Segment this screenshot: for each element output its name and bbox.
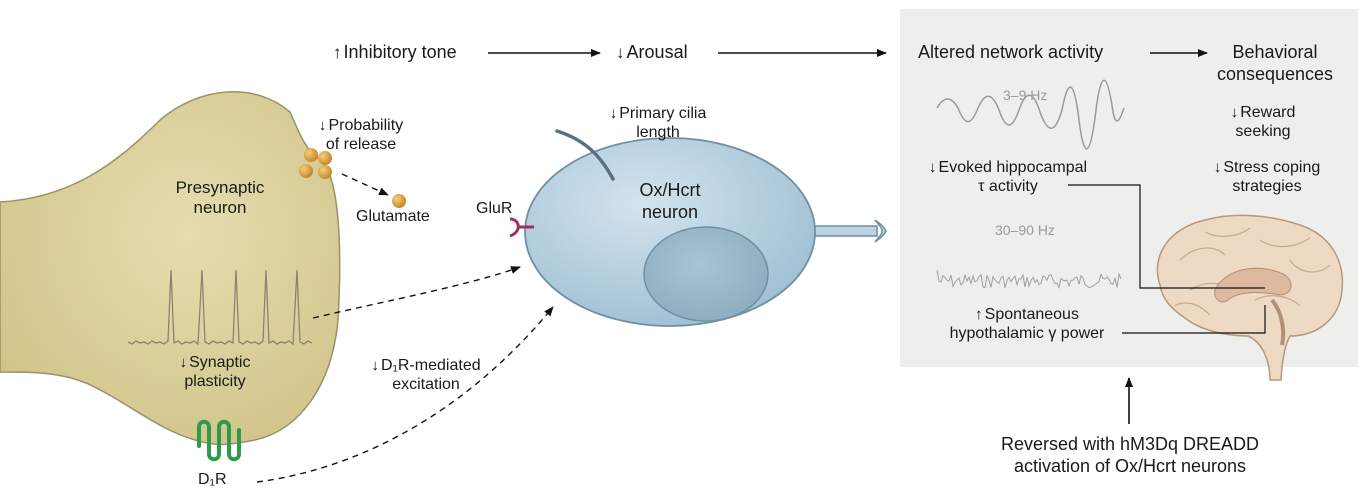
vesicle <box>318 165 332 179</box>
spike-to-ox-arrow <box>313 267 520 318</box>
inhibitory-tone-label: ↑Inhibitory tone <box>333 42 457 64</box>
d1r-label: D₁R <box>198 470 227 489</box>
release-arrow <box>342 174 388 195</box>
gamma-frequency-label: 30–90 Hz <box>995 222 1055 239</box>
theta-frequency-label: 3–9 Hz <box>1003 87 1047 104</box>
vesicle <box>299 164 313 178</box>
glutamate-label: Glutamate <box>356 207 430 226</box>
glur-label: GluR <box>476 199 512 218</box>
arousal-label: ↓Arousal <box>616 42 688 64</box>
glutamate-molecule <box>392 194 406 208</box>
altered-network-label: Altered network activity <box>918 42 1103 64</box>
presynaptic-neuron-body <box>0 92 340 445</box>
glur-receptor <box>510 219 518 236</box>
nucleus <box>644 227 768 321</box>
